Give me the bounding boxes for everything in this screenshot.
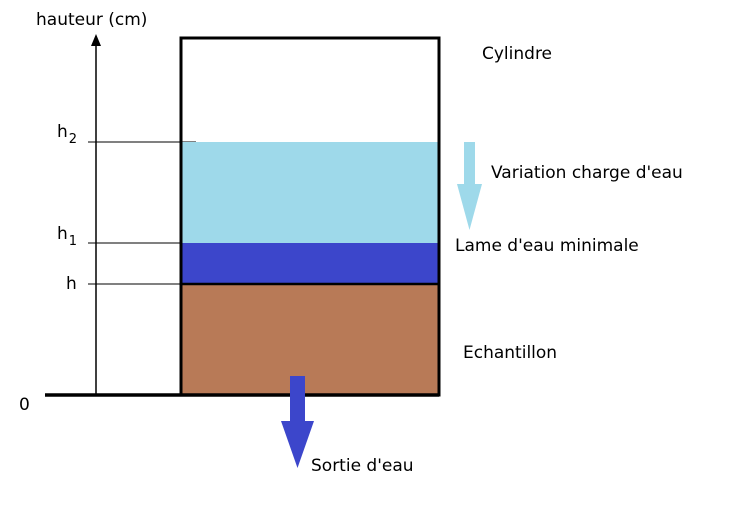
tick-zero: 0 [19,395,30,415]
tick-h1: h1 [57,224,77,249]
tick-h2-subscript: 2 [69,132,77,147]
tick-h1-main: h [57,224,68,244]
axis-label: hauteur (cm) [36,10,147,30]
water-outlet-arrow-shaft [290,376,305,424]
minimum-water-layer-zone [181,243,439,284]
cylinder-label: Cylindre [482,44,552,64]
tick-h: h [66,274,77,294]
tick-h2: h2 [57,122,77,147]
water-outlet-arrow-head [281,421,314,468]
min-water-layer-label: Lame d'eau minimale [455,236,639,256]
variation-arrow-shaft [464,142,475,186]
sample-label: Echantillon [463,343,557,363]
sample-zone [181,284,439,394]
variation-arrow-head [457,184,482,230]
head-variation-label: Variation charge d'eau [491,163,683,183]
height-axis-arrowhead [91,34,101,46]
tick-h2-main: h [57,122,68,142]
tick-h1-subscript: 1 [69,234,77,249]
water-outlet-label: Sortie d'eau [311,456,414,476]
water-head-variation-zone [181,142,439,243]
